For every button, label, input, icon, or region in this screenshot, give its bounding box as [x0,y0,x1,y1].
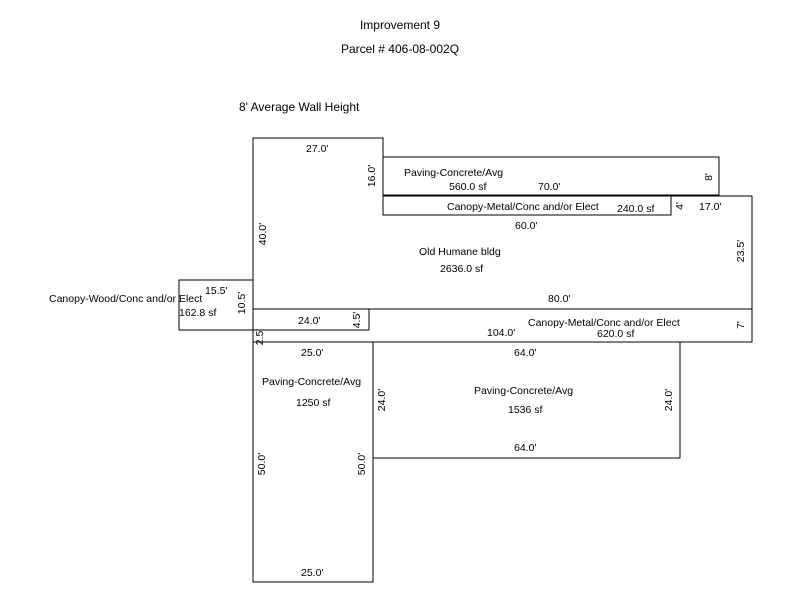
canopy-metal-bottom-length: 104.0' [487,327,515,339]
main-dim-left-side: 40.0' [257,223,269,245]
sketch-title: Improvement 9 [359,18,441,32]
parcel-number: Parcel # 406-08-002Q [340,42,460,56]
canopy-metal-top-area: 240.0 sf [617,203,654,215]
paving-top-depth: 8' [703,173,715,181]
paving-left-area: 1250 sf [296,397,331,409]
main-dim-notch-side: 16.0' [366,165,378,187]
paving-right-label: Paving-Concrete/Avg [474,385,573,397]
paving-top-label: Paving-Concrete/Avg [404,167,503,179]
canopy-metal-top-depth: 4' [674,202,686,210]
paving-left-dim-top: 25.0' [301,347,323,359]
main-dim-right-side: 23.5' [735,240,747,262]
wall-height-note: 8' Average Wall Height [239,100,360,114]
main-dim-right-step: 17.0' [699,201,721,213]
main-dim-step-side: 4.5' [351,312,363,329]
paving-right-dim-right: 24.0' [663,389,675,411]
paving-top-length: 70.0' [538,181,560,193]
main-building-label: Old Humane bldg [419,246,501,258]
paving-top-area: 560.0 sf [449,181,486,193]
main-dim-small-left: 2.5' [254,329,266,346]
paving-left-dim-right: 50.0' [356,453,368,475]
paving-right-dim-bottom: 64.0' [514,442,536,454]
paving-left-outline [252,341,374,583]
canopy-metal-top-label: Canopy-Metal/Conc and/or Elect [447,201,599,213]
canopy-metal-bottom-label: Canopy-Metal/Conc and/or Elect [528,317,680,329]
canopy-metal-bottom-area: 620.0 sf [597,328,634,340]
main-dim-canopy-side: 10.5' [236,292,248,314]
paving-left-label: Paving-Concrete/Avg [262,376,361,388]
paving-left-dim-bottom: 25.0' [301,567,323,579]
main-dim-bottom-left: 24.0' [298,315,320,327]
paving-left-dim-left: 50.0' [256,453,268,475]
paving-right-area: 1536 sf [508,404,543,416]
paving-right-outline [372,341,681,459]
canopy-wood-length: 15.5' [205,285,227,297]
main-building-area: 2636.0 sf [440,263,483,275]
paving-top-outline [382,156,720,196]
paving-right-dim-left: 24.0' [376,389,388,411]
canopy-wood-label: Canopy-Wood/Conc and/or Elect [49,293,202,305]
canopy-metal-top-outline [382,195,672,216]
main-dim-inner-top: 60.0' [515,220,537,232]
canopy-metal-bottom-depth: 7' [735,321,747,329]
canopy-wood-outline [178,279,254,331]
main-dim-bottom-long: 80.0' [548,293,570,305]
paving-right-dim-top: 64.0' [514,347,536,359]
main-dim-top: 27.0' [306,143,328,155]
canopy-wood-area: 162.8 sf [179,307,216,319]
